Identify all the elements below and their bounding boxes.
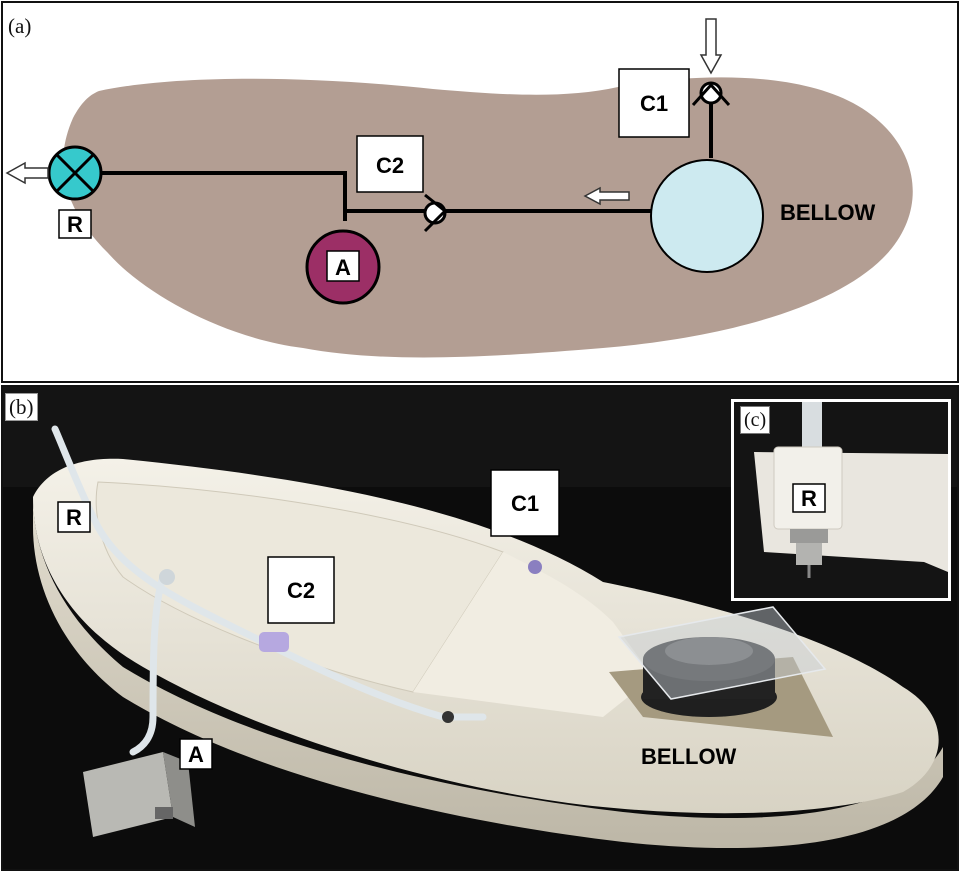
bellow-label: BELLOW xyxy=(780,200,876,225)
bellow xyxy=(650,159,764,273)
release-valve-label: R xyxy=(58,209,92,239)
insole-foam-side xyxy=(33,497,943,849)
svg-text:C1: C1 xyxy=(640,91,668,116)
accumulator-label-photo: A xyxy=(179,738,213,770)
check-valve-2-label-photo: C2 xyxy=(267,556,335,624)
panel-b-photo: R C1 C2 A BELLOW (b) R (c) xyxy=(1,385,959,871)
panel-a-label: (a) xyxy=(5,13,35,39)
accumulator: A xyxy=(305,229,381,305)
check-valve-1-label-photo: C1 xyxy=(490,469,560,537)
check-valve-icon xyxy=(423,193,448,233)
panel-a-schematic: (a) R A xyxy=(1,1,959,383)
bellow-label-photo: BELLOW xyxy=(641,744,737,769)
tube-fittings xyxy=(159,560,542,723)
svg-text:C2: C2 xyxy=(287,578,315,603)
mid-foam-block xyxy=(413,552,653,717)
release-valve-closeup: R xyxy=(734,402,948,598)
release-valve-icon xyxy=(47,145,103,201)
pipework xyxy=(100,103,713,221)
panel-b-label: (b) xyxy=(5,393,38,421)
check-valve-1-label: C1 xyxy=(618,68,690,138)
panel-c-label: (c) xyxy=(740,406,771,434)
svg-text:R: R xyxy=(67,212,83,237)
svg-text:R: R xyxy=(801,486,817,511)
check-valve-2-label: C2 xyxy=(356,135,424,193)
panel-a-diagram: R A C2 BELLOW xyxy=(5,18,913,358)
check-valve-icon xyxy=(691,81,731,107)
accumulator-photo xyxy=(83,752,195,837)
release-valve-label-photo: R xyxy=(57,501,91,533)
bellow-photo xyxy=(617,606,827,717)
inset-c: R (c) xyxy=(731,399,951,601)
arrow-left-icon xyxy=(583,186,630,206)
svg-text:C2: C2 xyxy=(376,153,404,178)
svg-text:C1: C1 xyxy=(511,491,539,516)
svg-text:R: R xyxy=(66,505,82,530)
arrow-down-icon xyxy=(699,18,723,75)
svg-text:A: A xyxy=(335,255,351,280)
insole-shape xyxy=(63,77,913,358)
arrow-left-icon xyxy=(5,161,49,185)
svg-text:A: A xyxy=(188,742,204,767)
